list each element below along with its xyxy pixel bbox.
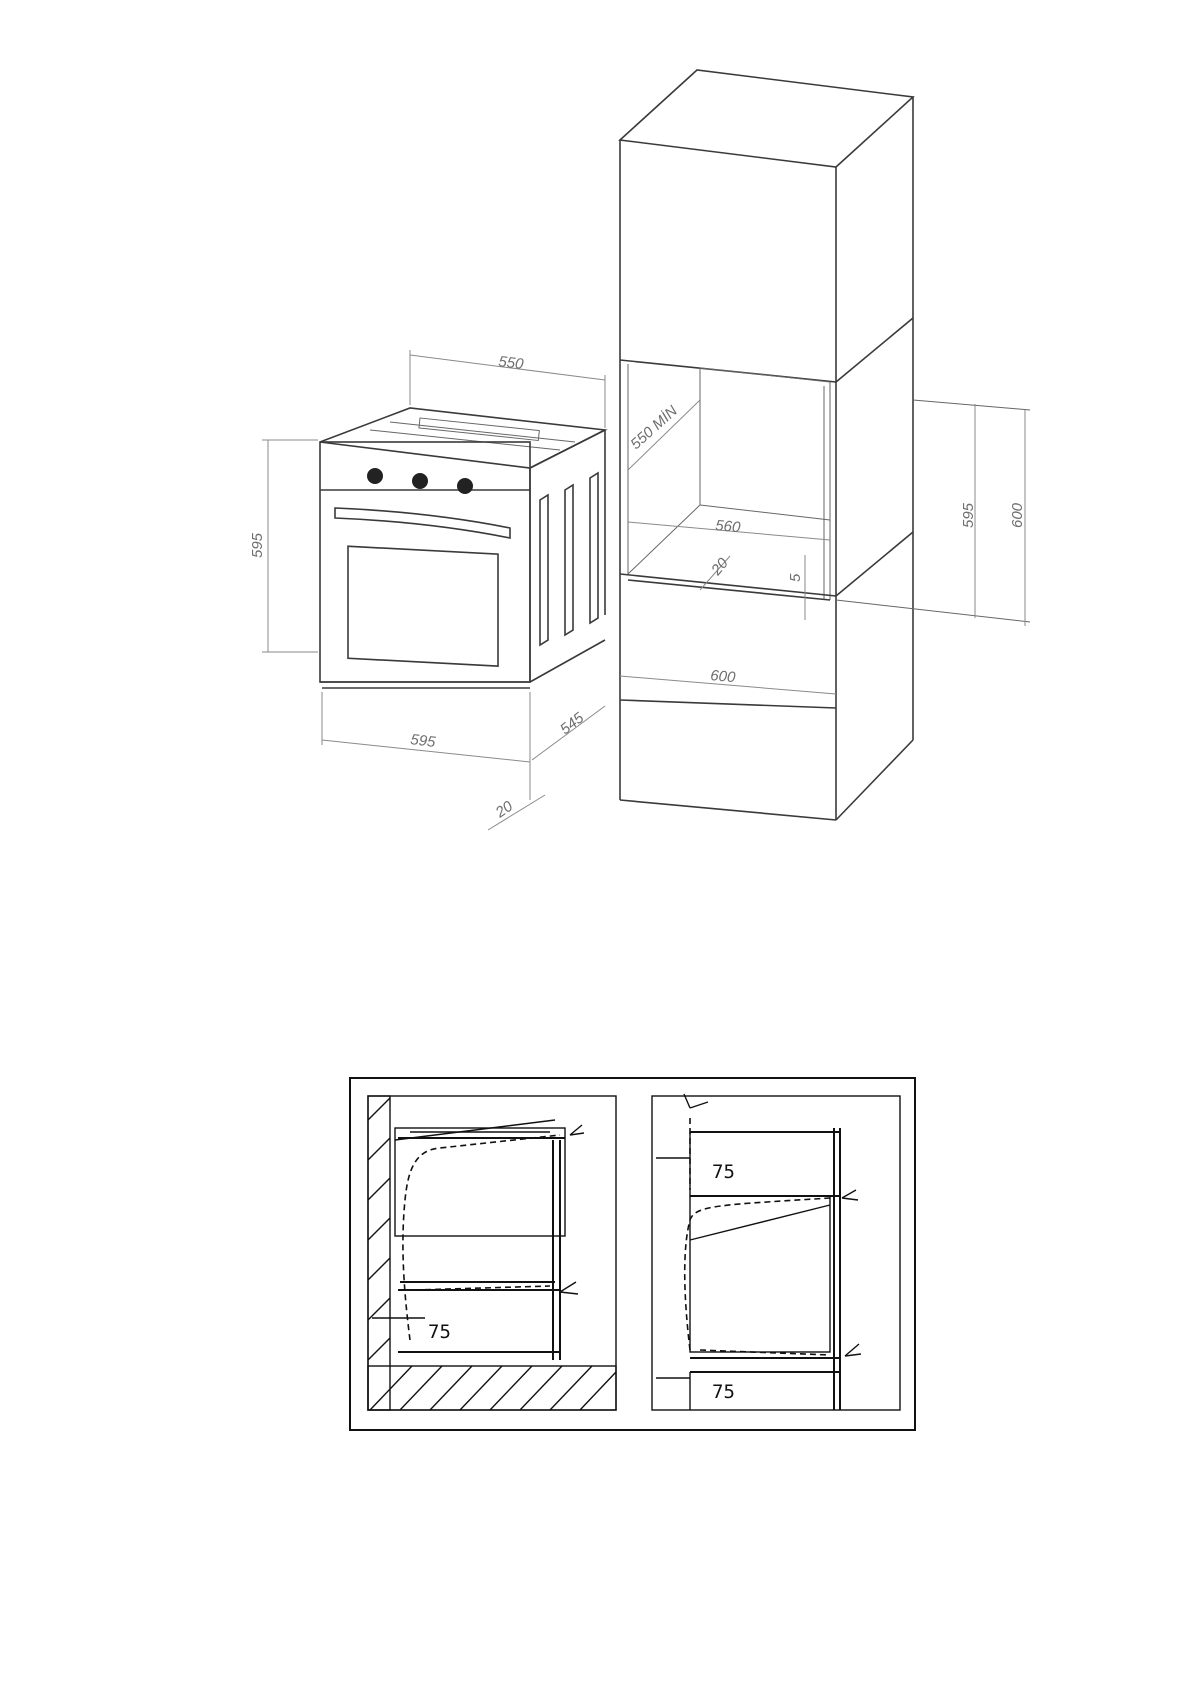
dim-niche-width: 560 [715, 517, 742, 536]
dim-oven-height: 595 [249, 532, 266, 558]
cabinet-dimensions [620, 400, 1025, 694]
oven-dimensions [262, 350, 605, 830]
dim-niche-height: 595 [960, 502, 977, 528]
oven-knob-middle-icon [412, 473, 428, 489]
dim-oven-width: 595 [410, 731, 438, 751]
oven-knob-right-icon [457, 478, 473, 494]
oven-unit [320, 408, 605, 688]
dim-bottom-gap: 5 [787, 573, 804, 582]
dim-oven-top-depth: 550 [498, 353, 526, 373]
ventilation-right-top-gap: 75 [712, 1161, 735, 1183]
ventilation-panel-right [652, 1094, 900, 1410]
tall-cabinet [620, 70, 1030, 820]
dim-oven-front-panel: 20 [492, 797, 517, 821]
ventilation-panel-left [368, 1096, 616, 1410]
dim-oven-depth: 545 [557, 709, 588, 738]
dim-cabinet-width: 600 [710, 667, 737, 686]
ventilation-diagram: 75 75 75 [350, 1078, 915, 1430]
ventilation-left-gap: 75 [428, 1321, 451, 1343]
dim-outer-height: 600 [1009, 502, 1026, 528]
oven-knob-left-icon [367, 468, 383, 484]
dim-niche-depth: 550 MİN [627, 402, 681, 453]
ventilation-right-bottom-gap: 75 [712, 1381, 735, 1403]
